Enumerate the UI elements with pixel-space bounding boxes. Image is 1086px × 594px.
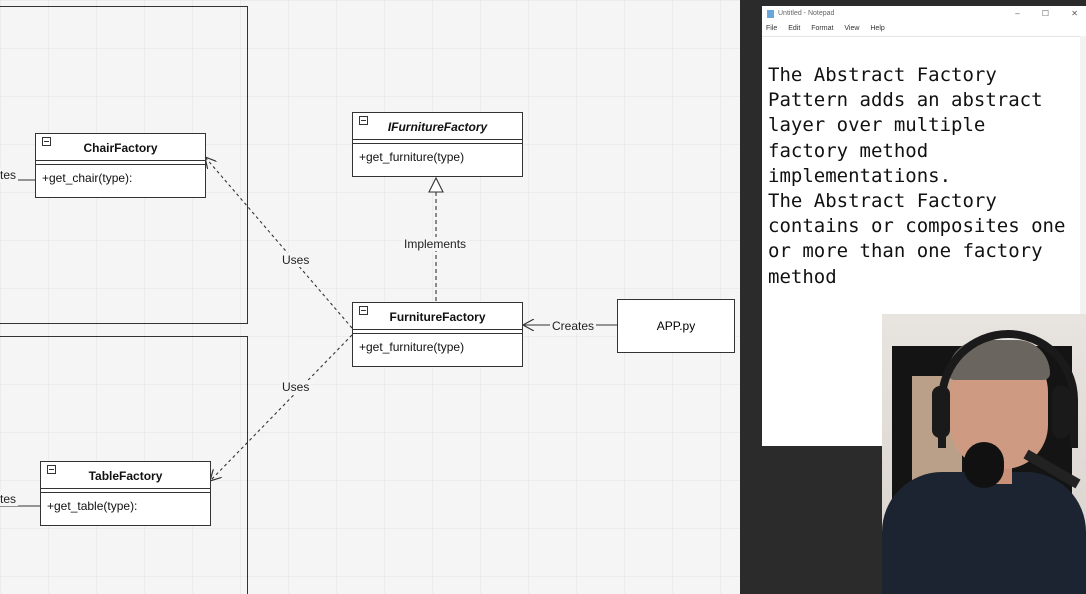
implements-label: Implements: [402, 237, 469, 251]
notepad-scrollbar[interactable]: [1080, 36, 1086, 446]
table-factory-header: TableFactory: [41, 462, 210, 489]
close-icon[interactable]: ✕: [1071, 9, 1078, 18]
collapse-icon[interactable]: [42, 137, 51, 146]
minimize-icon[interactable]: –: [1015, 9, 1020, 18]
furniture-factory-method: +get_furniture(type): [359, 340, 465, 354]
chair-factory-class[interactable]: ChairFactory +get_chair(type):: [35, 133, 206, 198]
left-earcup: [932, 386, 950, 438]
ifurniture-factory-interface[interactable]: IFurnitureFactory +get_furniture(type): [352, 112, 523, 177]
presenter-shirt: [882, 472, 1086, 594]
ifurniture-factory-header: IFurnitureFactory: [353, 113, 522, 140]
menu-help[interactable]: Help: [870, 25, 885, 32]
menu-file[interactable]: File: [766, 25, 778, 32]
menu-format[interactable]: Format: [811, 25, 834, 32]
realization-triangle: [428, 176, 444, 193]
notepad-text-area[interactable]: The Abstract Factory Pattern adds an abs…: [768, 64, 1066, 288]
table-factory-class[interactable]: TableFactory +get_table(type):: [40, 461, 211, 526]
table-package-frame: [0, 336, 248, 594]
window-controls: – ☐ ✕: [995, 6, 1078, 22]
cut-label-top: tes: [0, 168, 19, 182]
notepad-menu-bar: File Edit Format View Help: [762, 22, 1086, 37]
collapse-icon[interactable]: [359, 116, 368, 125]
uses-label-bottom: Uses: [280, 380, 312, 394]
chair-factory-method: +get_chair(type):: [42, 171, 133, 185]
cut-label-bottom: tes: [0, 492, 19, 506]
notepad-app-icon: [767, 10, 774, 18]
attribute-compartment: [41, 489, 210, 493]
app-py-box[interactable]: APP.py: [617, 299, 735, 353]
attribute-compartment: [353, 140, 522, 144]
attribute-compartment: [36, 161, 205, 165]
chair-factory-header: ChairFactory: [36, 134, 205, 161]
attribute-compartment: [353, 330, 522, 334]
creates-label: Creates: [550, 319, 597, 333]
collapse-icon[interactable]: [359, 306, 368, 315]
uml-diagram-canvas[interactable]: ChairFactory +get_chair(type): TableFact…: [0, 0, 740, 594]
microphone-icon: [964, 442, 1004, 488]
uses-connector-bottom: [210, 334, 353, 481]
notepad-title: Untitled - Notepad: [778, 10, 835, 17]
furniture-factory-name: FurnitureFactory: [389, 310, 486, 324]
ifurniture-factory-method: +get_furniture(type): [359, 150, 465, 164]
right-earcup: [1052, 386, 1070, 438]
uses-label-top: Uses: [280, 253, 312, 267]
chair-factory-name: ChairFactory: [83, 141, 158, 155]
menu-edit[interactable]: Edit: [788, 25, 801, 32]
menu-view[interactable]: View: [844, 25, 860, 32]
furniture-factory-class[interactable]: FurnitureFactory +get_furniture(type): [352, 302, 523, 367]
table-factory-method: +get_table(type):: [47, 499, 138, 513]
uses-connector-top: [205, 157, 353, 329]
table-factory-name: TableFactory: [88, 469, 163, 483]
presenter-webcam: [882, 314, 1086, 594]
maximize-icon[interactable]: ☐: [1041, 9, 1050, 18]
collapse-icon[interactable]: [47, 465, 56, 474]
app-py-label: APP.py: [656, 319, 696, 333]
chair-package-frame: [0, 6, 248, 324]
notepad-titlebar: Untitled - Notepad – ☐ ✕: [762, 6, 1086, 22]
ifurniture-factory-name: IFurnitureFactory: [387, 120, 488, 134]
furniture-factory-header: FurnitureFactory: [353, 303, 522, 330]
